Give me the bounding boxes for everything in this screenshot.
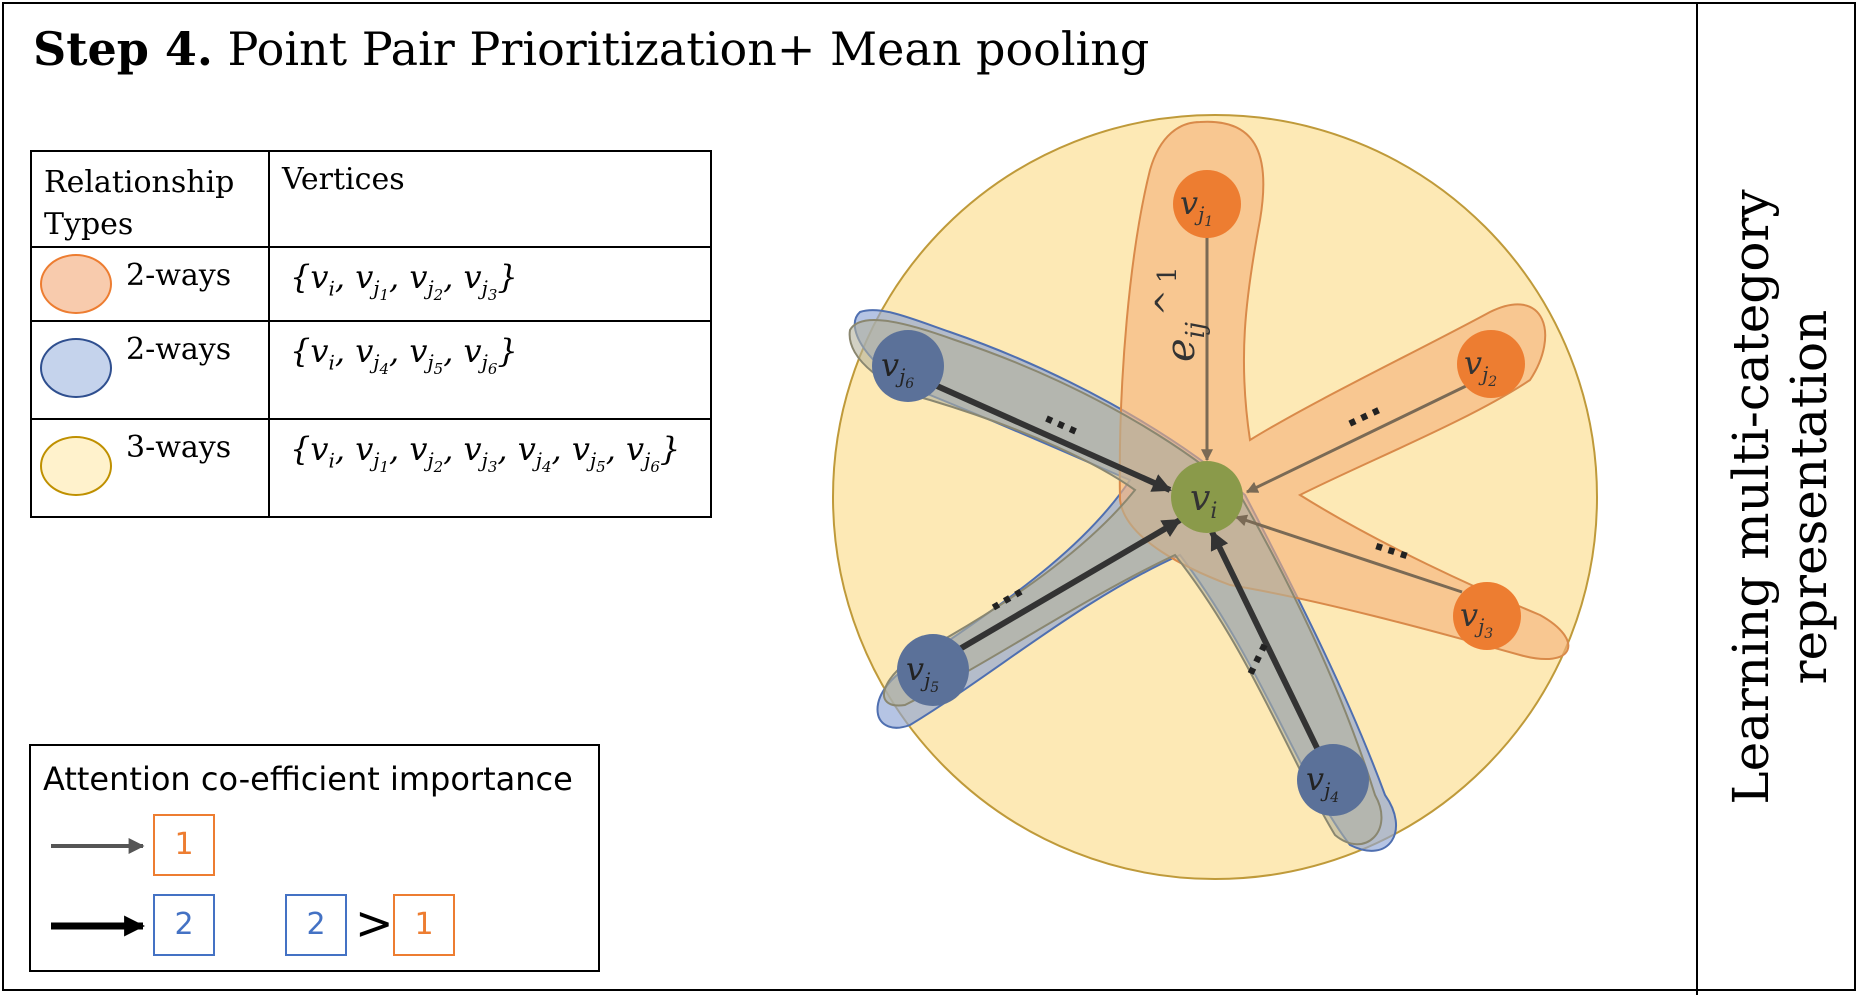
vertex-set: {vi, vj1, vj2, vj3, vj4, vj5, vj6}	[268, 418, 712, 518]
vertex-set: {vi, vj4, vj5, vj6}	[268, 320, 712, 420]
legend-title: Attention co-efficient importance	[43, 760, 573, 798]
title-text: Point Pair Prioritization+ Mean pooling	[212, 22, 1150, 76]
title-step: Step 4.	[33, 22, 213, 76]
edge-j6	[935, 383, 1172, 493]
compare-right-value: 1	[393, 894, 455, 956]
node-j4	[1297, 744, 1369, 816]
node-j3-label: vj3	[1460, 596, 1493, 642]
header-vertices: Vertices	[268, 150, 712, 248]
type-cell: 2-ways	[30, 320, 270, 420]
type-label: 2-ways	[126, 258, 232, 293]
blue-hyperedge-swatch	[40, 338, 112, 398]
node-j1	[1173, 170, 1241, 238]
node-j6	[872, 330, 944, 402]
table-row: 3-ways {vi, vj1, vj2, vj3, vj4, vj5, vj6…	[30, 418, 712, 518]
node-j5	[897, 634, 969, 706]
type-cell: 3-ways	[30, 418, 270, 518]
page-title: Step 4. Point Pair Prioritization+ Mean …	[33, 22, 1149, 76]
center-node-label: vi	[1190, 478, 1217, 524]
edge-j2	[1245, 384, 1467, 494]
legend-arrows	[51, 838, 146, 937]
type-cell: 2-ways	[30, 246, 270, 322]
yellow-hyperedge-swatch	[40, 436, 112, 496]
type-label: 3-ways	[126, 430, 232, 465]
importance-value-1: 1	[153, 814, 215, 876]
greater-than-symbol: >	[355, 896, 394, 950]
svg-text:eij^1: eij^1	[1148, 267, 1211, 362]
node-j1-label: vj1	[1180, 184, 1213, 230]
node-j4-label: vj4	[1306, 760, 1339, 806]
edge-j5	[956, 517, 1182, 653]
attention-legend: Attention co-efficient importance 1 2 2 …	[29, 744, 600, 972]
node-j3	[1453, 582, 1521, 650]
node-j5-label: vj5	[906, 650, 939, 696]
edge-j4	[1209, 530, 1321, 752]
orange-hyperedge-swatch	[40, 254, 112, 314]
node-j6-label: vj6	[881, 346, 914, 392]
grey-hyperedge	[848, 319, 1383, 846]
type-label: 2-ways	[126, 332, 232, 367]
center-node	[1171, 461, 1243, 533]
node-j2-label: vj2	[1464, 344, 1497, 390]
edge-j3	[1234, 514, 1463, 594]
node-j2	[1457, 330, 1525, 398]
vertical-divider	[1696, 2, 1698, 995]
table-row: 2-ways {vi, vj4, vj5, vj6}	[30, 320, 712, 420]
importance-value-2: 2	[153, 894, 215, 956]
vertex-set: {vi, vj1, vj2, vj3}	[268, 246, 712, 322]
compare-left-value: 2	[285, 894, 347, 956]
hypergraph-diagram: ... ... ... ... ... eij^1 vi vj1 vj2 vj3…	[832, 114, 1598, 880]
edge-label: eij^1	[1148, 267, 1211, 362]
table-row: 2-ways {vi, vj1, vj2, vj3}	[30, 246, 712, 322]
